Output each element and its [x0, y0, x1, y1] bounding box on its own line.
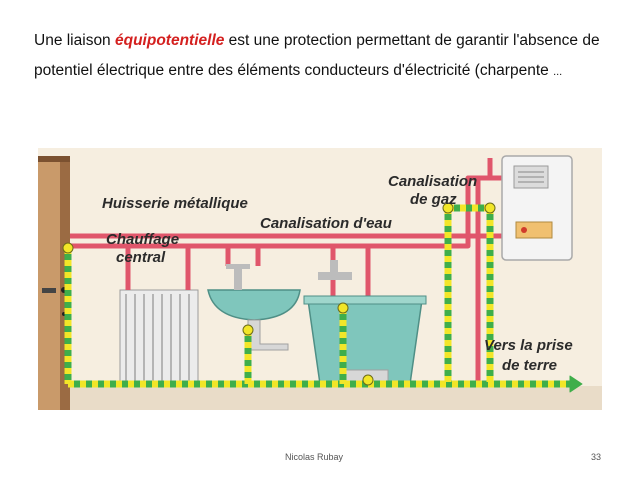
label-chauffage-line1: Chauffage — [106, 231, 179, 248]
highlighted-term: équipotentielle — [115, 32, 225, 49]
label-gaz-line2: de gaz — [410, 191, 457, 208]
page-number: 33 — [591, 452, 602, 462]
label-terre-line2: de terre — [502, 357, 557, 374]
water-gas-pipes — [70, 158, 558, 386]
wash-basin — [207, 264, 301, 351]
text-part-1: Une liaison — [34, 32, 115, 49]
equipotential-bonding-illustration: Huisserie métallique Chauffage central C… — [38, 148, 602, 410]
gas-water-heater — [501, 155, 573, 261]
label-chauffage-line2: central — [116, 249, 166, 266]
label-terre-line1: Vers la prise — [484, 337, 573, 354]
label-canalisation-eau: Canalisation d'eau — [260, 215, 392, 232]
label-gaz-line1: Canalisation — [388, 173, 477, 190]
text-part-2: est une protection permettant de garanti… — [34, 32, 600, 79]
label-huisserie: Huisserie métallique — [102, 195, 248, 212]
slide-text: Une liaison équipotentielle est une prot… — [34, 26, 614, 87]
equipotential-bonding-conductor — [64, 204, 583, 393]
footer-author: Nicolas Rubay — [285, 452, 344, 462]
radiator — [119, 289, 199, 387]
text-ellipsis: ... — [553, 66, 563, 78]
bathtub — [303, 260, 427, 385]
bonding-clamps — [62, 202, 496, 386]
